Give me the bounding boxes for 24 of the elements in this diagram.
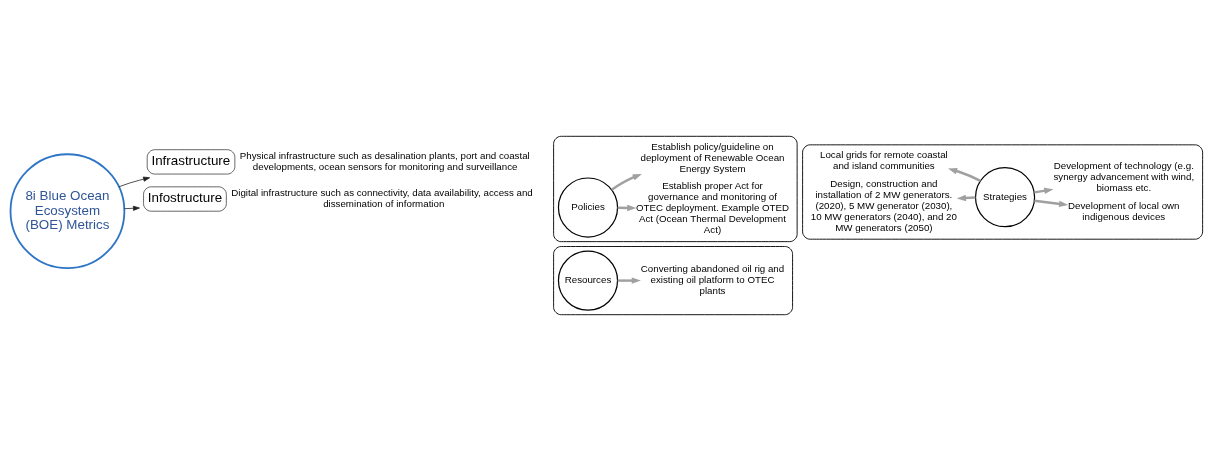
arrow [124,205,140,211]
node-text: Local grids for remote coastal and island communities [820,149,948,172]
node-text: Converting abandoned oil rig and existing oil platform to OTEC plants [640,262,785,296]
arrow [118,176,151,188]
node-text: Development of technology (e.g. synergy advancement with wind, biomass etc. [1053,160,1195,193]
cluster [553,135,798,243]
arrow [611,173,642,191]
arrow [1034,199,1069,208]
node-text: Development of local own indigenous devices [1068,199,1180,222]
node-label: Digital infrastructure such as connectivity, data availability, access and dissemination of information [231,186,533,209]
node-text: Establish proper Act for governance and monitoring of OTEC deployment. Example OTED Act (Ocean Thermal Development Act) [635,180,790,235]
node-text: Design, construction and installation of 2 MW generators. (2020), 5 MW generator (2030), 10 MW generators (2040), and 20 MW generators (2050) [810,177,957,233]
node-text: Establish policy/guideline on deployment of Renewable Ocean Energy System [640,140,785,174]
node-circle: Resources [557,250,619,311]
arrow [947,168,981,182]
node-box: Infrastructure [146,149,236,175]
cluster [553,246,793,316]
node-circle: 8i Blue Ocean Ecosystem (BOE) Metrics [9,153,126,270]
node-label: Physical infrastructure such as desalination plants, port and coastal developments, ocean sensors for monitoring and surveillance [239,149,530,172]
node-box: Infostructure [143,186,227,212]
arrow [617,277,641,284]
node-circle: Strategies [974,167,1036,228]
cluster [802,144,1204,240]
node-circle: Policies [557,177,619,238]
